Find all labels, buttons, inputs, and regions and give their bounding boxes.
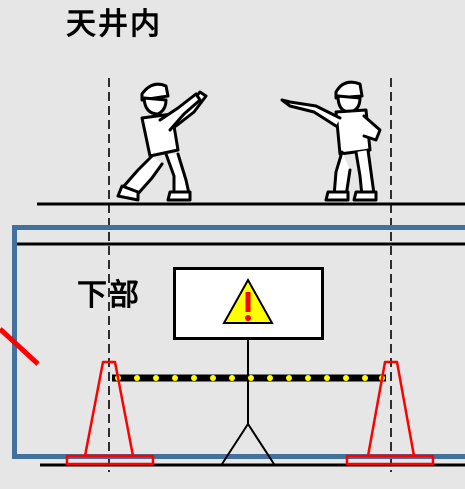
lower-area-frame (12, 225, 465, 459)
barrier-dots (115, 375, 385, 381)
worker-gesturing-icon (116, 82, 208, 202)
warning-triangle-icon (222, 277, 274, 324)
lower-area-label: 下部 (77, 278, 141, 313)
traffic-cone-icon (65, 360, 155, 466)
traffic-cone-icon (345, 360, 435, 466)
ceiling-interior-label: 天井内 (66, 7, 162, 42)
worker-pointing-icon (280, 80, 382, 202)
sign-stand-leg-left (221, 423, 249, 465)
sign-stand-leg-right (247, 423, 275, 465)
pointer-line (0, 327, 40, 366)
